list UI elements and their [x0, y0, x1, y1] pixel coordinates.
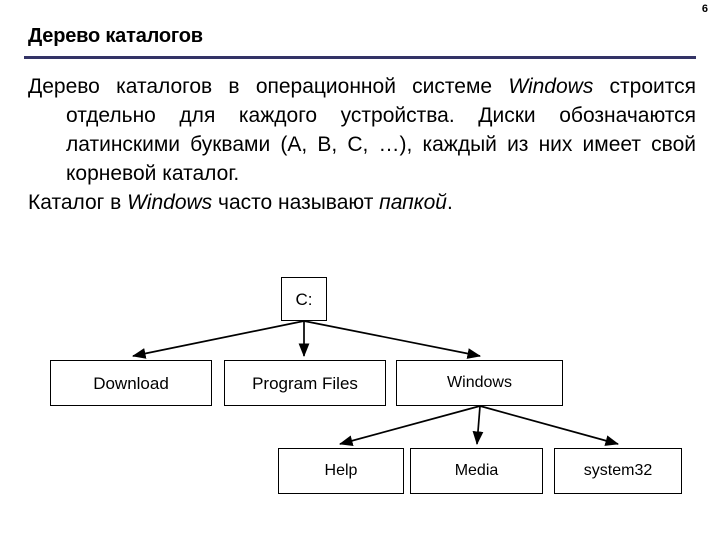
tree-node-drive-c[interactable]: C:	[281, 277, 327, 321]
edge-c-to-download	[132, 320, 305, 359]
edge-windows-to-help	[339, 405, 481, 446]
tree-node-system32[interactable]: system32	[554, 448, 682, 494]
slide-number: 6	[701, 3, 708, 15]
paragraph-1: Дерево каталогов в операционной системе …	[28, 72, 696, 188]
body-text-block: Дерево каталогов в операционной системе …	[28, 72, 696, 217]
tree-node-help[interactable]: Help	[278, 448, 404, 494]
paragraph-2: Каталог в Windows часто называют папкой.	[28, 188, 696, 217]
run-text: Дерево каталогов в операционной системе	[28, 75, 509, 98]
title-divider	[24, 56, 696, 59]
run-text: Каталог в	[28, 191, 128, 214]
run-text-italic: папкой	[379, 191, 447, 214]
run-text: часто называют	[212, 191, 380, 214]
run-text: .	[447, 191, 453, 214]
tree-node-program-files[interactable]: Program Files	[224, 360, 386, 406]
run-text: строится отдельно для каждого устройства…	[66, 75, 697, 185]
edge-c-to-windows	[303, 320, 482, 359]
run-text-italic: Windows	[127, 191, 213, 214]
tree-node-windows[interactable]: Windows	[396, 360, 563, 406]
run-text-italic: Windows	[508, 75, 594, 98]
edge-windows-to-system32	[479, 405, 619, 446]
tree-node-media[interactable]: Media	[410, 448, 543, 494]
page-title: Дерево каталогов	[28, 25, 203, 47]
tree-node-download[interactable]: Download	[50, 360, 212, 406]
edge-windows-to-media	[472, 405, 484, 446]
